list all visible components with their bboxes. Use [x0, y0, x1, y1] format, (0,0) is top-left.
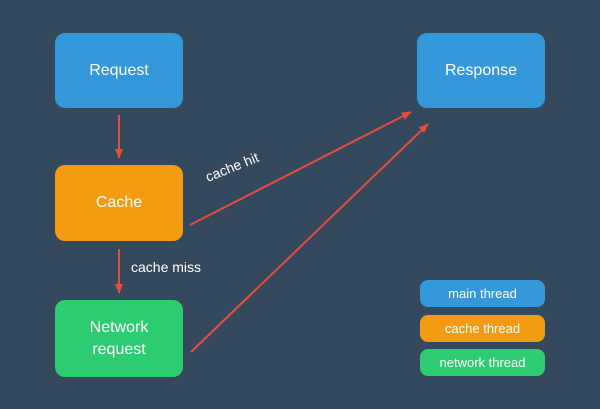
legend-cache-thread-label: cache thread	[444, 321, 521, 336]
network-request-node-label: Network request	[89, 318, 149, 358]
request-node: Request	[55, 33, 183, 108]
legend-cache-thread: cache thread	[420, 315, 545, 342]
arrow-network-to-response	[190, 123, 429, 353]
response-node-label: Response	[444, 61, 518, 79]
legend-network-thread: network thread	[420, 349, 545, 376]
request-node-label: Request	[89, 61, 149, 79]
cache-hit-label: cache hit	[203, 149, 261, 185]
cache-miss-label: cache miss	[131, 259, 202, 275]
cache-node: Cache	[55, 165, 183, 241]
legend-main-thread: main thread	[420, 280, 545, 307]
legend-main-thread-label: main thread	[448, 286, 517, 301]
response-node: Response	[417, 33, 545, 108]
legend-network-thread-label: network thread	[439, 355, 526, 370]
cache-node-label: Cache	[95, 194, 143, 211]
network-request-node: Network request	[55, 300, 183, 377]
